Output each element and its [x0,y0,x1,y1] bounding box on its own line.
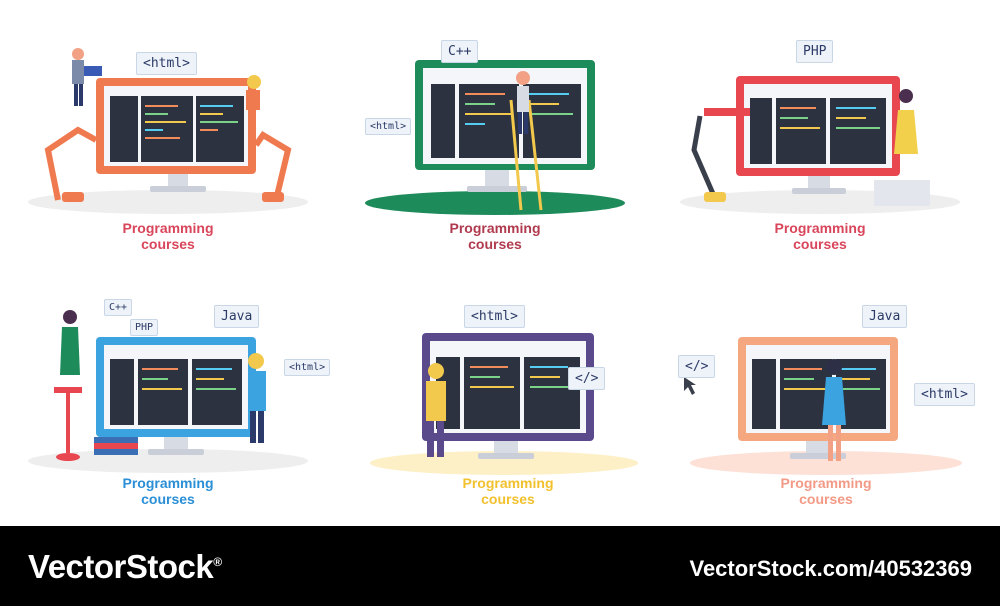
caption-line-1: Programming [449,220,541,236]
tag-html: <html> [464,305,525,328]
brand-logo: VectorStock® [28,548,222,586]
panel-html-course-2: <html> </> Programming courses [358,275,658,525]
panel-java-course-2: Java </> <html> Programming courses [676,275,976,525]
illustration-stage: <html> Programming courses [18,20,976,525]
watermark-footer: VectorStock® VectorStock.com/40532369 [0,526,1000,606]
brand-name: VectorStock [28,548,214,585]
tag-php: PHP [796,40,834,63]
tag-code: </> [568,367,606,390]
caption-line-1: Programming [774,220,866,236]
panel-caption: Programming courses [345,220,645,252]
tag-cpp: C++ [441,40,479,63]
panel-illustration [28,310,308,473]
panel-php-course: PHP Programming courses [670,20,970,270]
tag-cpp: C++ [104,299,133,316]
panel-java-course: C++ PHP Java <html> Programming courses [18,275,331,525]
caption-line-1: Programming [122,220,214,236]
panel-caption: Programming courses [676,475,976,507]
panel-cpp-course: C++ <html> Programming courses [345,20,645,270]
tag-html: <html> [914,383,975,406]
panel-caption: Programming courses [670,220,970,252]
caption-line-2: courses [481,491,535,507]
caption-line-1: Programming [462,475,554,491]
caption-line-1: Programming [780,475,872,491]
caption-line-2: courses [468,236,522,252]
image-credit: VectorStock.com/40532369 [689,556,972,581]
caption-line-1: Programming [122,475,214,491]
panel-illustration [680,76,960,214]
panel-caption: Programming courses [358,475,658,507]
tag-html: <html> [365,118,412,135]
panel-illustration [365,60,625,215]
tag-java: Java [862,305,908,328]
panel-caption: Programming courses [18,475,318,507]
registered-mark: ® [213,555,222,569]
panel-html-course: <html> Programming courses [18,20,318,270]
panel-illustration [28,48,308,214]
caption-line-2: courses [799,491,853,507]
caption-line-2: courses [793,236,847,252]
tag-code: </> [678,355,716,378]
caption-line-2: courses [141,236,195,252]
panel-caption: Programming courses [18,220,318,252]
panel-illustration [684,337,962,475]
tag-html: <html> [136,52,197,75]
tag-java: Java [214,305,260,328]
tag-html: <html> [284,359,331,376]
tag-php: PHP [130,319,159,336]
caption-line-2: courses [141,491,195,507]
